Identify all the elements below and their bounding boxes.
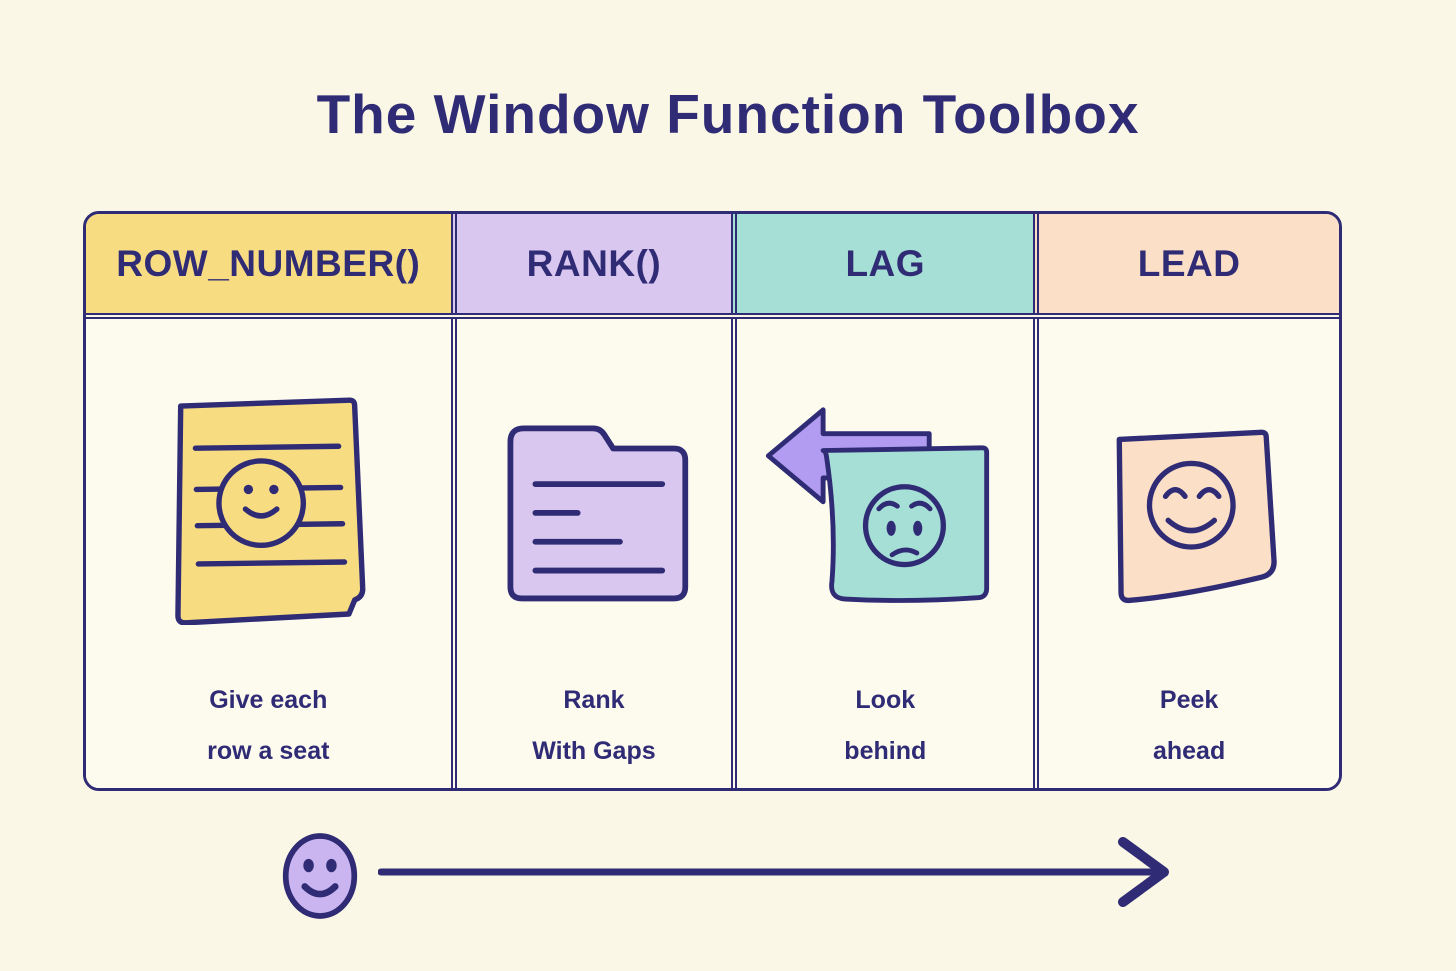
back-arrow-worried-note-icon [761, 375, 1009, 647]
header-lag: LAG [731, 214, 1034, 313]
page-title: The Window Function Toolbox [316, 83, 1140, 145]
header-rank: RANK() [450, 214, 732, 313]
cell-row-number: Give each row a seat [86, 319, 451, 788]
cell-lead: Peek ahead [1033, 319, 1339, 788]
header-lead: LEAD [1033, 214, 1339, 313]
table-header-row: ROW_NUMBER() RANK() LAG LEAD [86, 214, 1339, 319]
caption-lead: Peek ahead [1152, 686, 1226, 765]
window-function-table: ROW_NUMBER() RANK() LAG LEAD [83, 211, 1342, 791]
cell-rank: Rank With Gaps [450, 319, 732, 788]
lined-sticky-note-smiley-icon [165, 375, 371, 647]
smiley-face-icon [280, 830, 360, 927]
caption-rank: Rank With Gaps [532, 686, 656, 765]
happy-note-icon [1087, 375, 1292, 647]
caption-row-number: Give each row a seat [207, 686, 330, 765]
cell-lag: Look behind [731, 319, 1034, 788]
timeline-right-arrow-icon [377, 832, 1188, 917]
header-row-number: ROW_NUMBER() [86, 214, 451, 313]
table-body-row: Give each row a seat Rank With G [86, 319, 1339, 788]
folder-with-lines-icon [493, 375, 695, 647]
caption-lag: Look behind [844, 686, 927, 765]
